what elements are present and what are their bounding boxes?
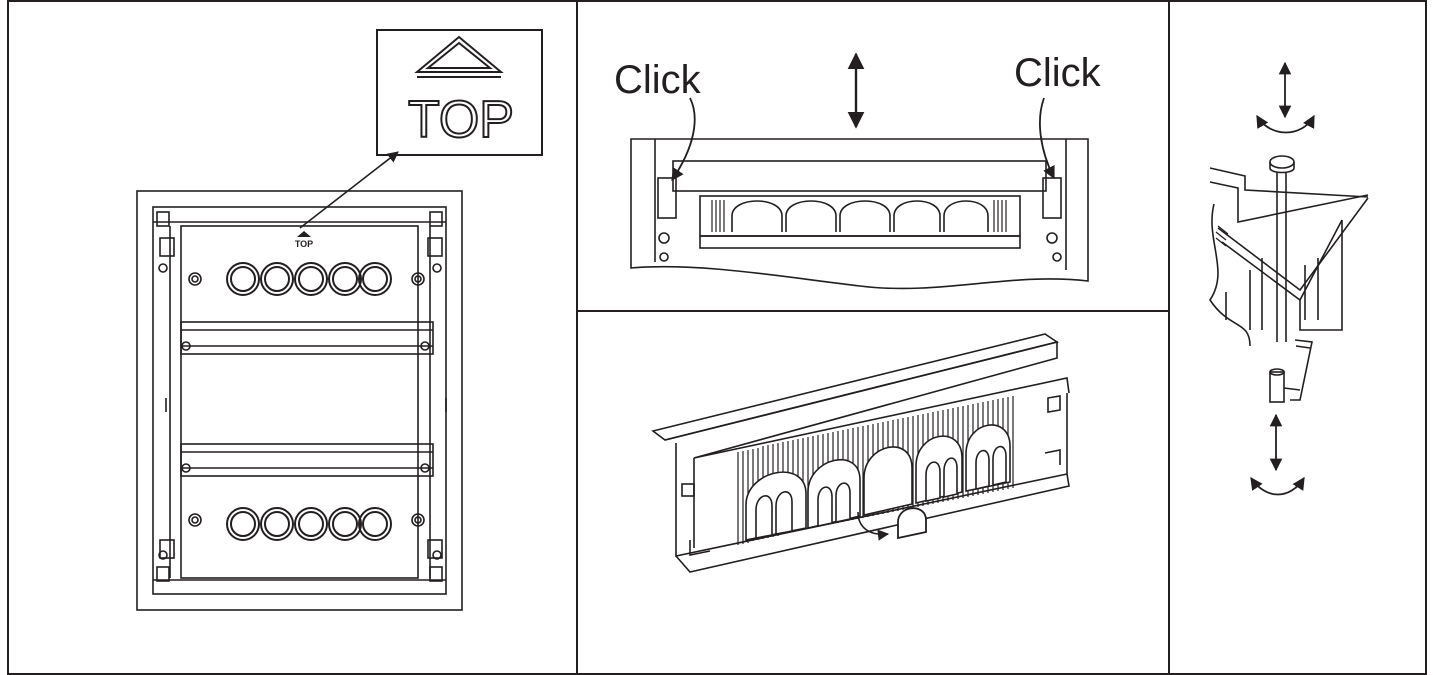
bottom-rotate-arrow (1250, 476, 1305, 496)
top-rotate-arrow (1256, 114, 1315, 134)
leader-arrow (299, 151, 399, 229)
click-label-right: Click (1014, 51, 1102, 95)
cover-arches (745, 424, 1011, 541)
knockouts-top (226, 262, 392, 296)
panel-enclosure: TOP (136, 29, 543, 611)
plate-top-mark: TOP (295, 231, 313, 249)
up-triangle-icon (414, 35, 504, 73)
enclosure-body (136, 190, 463, 611)
housing-corner (1209, 167, 1369, 347)
top-label-inset: TOP (376, 29, 543, 156)
panel-screw-fixing (1209, 61, 1369, 496)
small-up-triangle-icon (297, 231, 311, 237)
rail-arches (731, 200, 989, 232)
knockout-piece (857, 507, 927, 541)
click-arrow-right (1039, 97, 1055, 180)
rail-assembly (630, 138, 1089, 290)
wall-anchor (1269, 339, 1313, 403)
panel-terminal-cover (651, 333, 1070, 573)
screw (1269, 155, 1295, 342)
click-label-left: Click (614, 58, 702, 102)
housing-fins (1215, 225, 1229, 247)
plate-top-text: TOP (295, 239, 313, 249)
rail-fins (711, 200, 1007, 232)
click-arrow-left (671, 97, 696, 182)
panel-rail-mount: Click Click (614, 51, 1102, 290)
inset-top-text: TOP (408, 91, 514, 149)
knockouts-bottom (226, 507, 392, 541)
frame (7, 0, 1427, 675)
remove-arrow (857, 511, 890, 541)
